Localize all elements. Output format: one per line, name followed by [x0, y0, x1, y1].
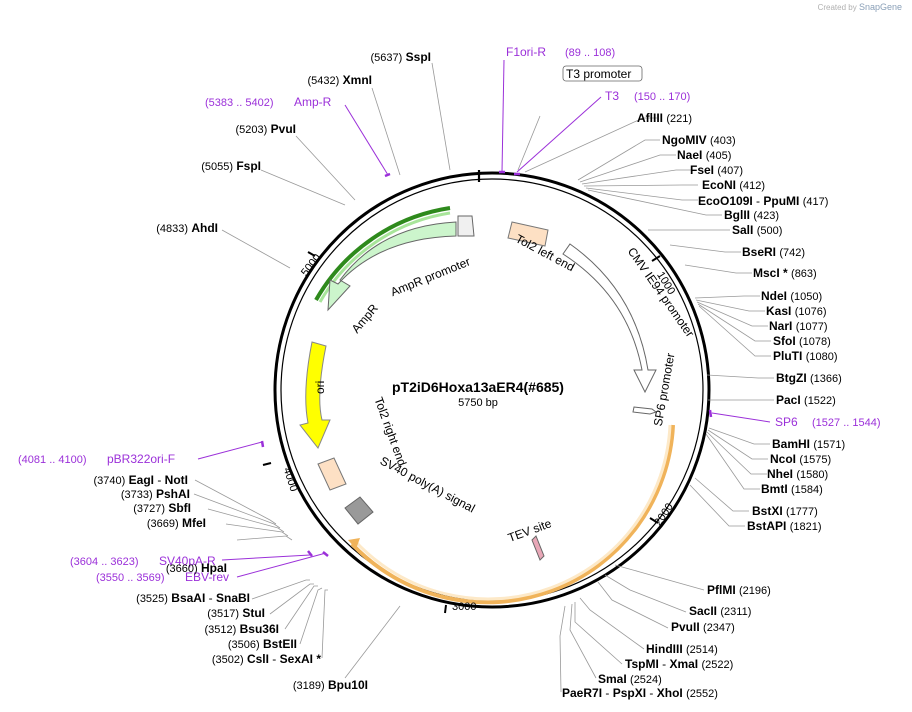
enzyme-label: HindIII (2514): [646, 642, 718, 656]
leader-lines: [193, 62, 774, 693]
enzyme-label: AflIII (221): [637, 111, 692, 125]
feature-tol2-right-shape: [317, 457, 347, 491]
enzyme-label: NdeI (1050): [761, 289, 822, 303]
enzyme-label: (3506) BstEII: [228, 637, 297, 651]
primer-sv40pa-r-name: SV40pA-R: [159, 554, 216, 568]
enzyme-label: (3502) CslI - SexAI *: [212, 652, 322, 666]
feature-tev-shape: [531, 535, 545, 561]
enzyme-label: NaeI (405): [677, 148, 731, 162]
enzyme-label: BstXI (1777): [752, 504, 818, 518]
primer-t3-name: T3: [605, 89, 619, 103]
feature-label-ori: ori: [313, 381, 327, 394]
feature-cmv-shape: [562, 243, 657, 394]
enzyme-label: PflMI (2196): [707, 583, 771, 597]
orange-arc-arrowhead: [348, 538, 360, 549]
enzyme-label: (3517) StuI: [207, 606, 265, 620]
orange-highlight-arc: [350, 424, 675, 605]
enzyme-label: SfoI (1078): [773, 334, 831, 348]
enzyme-label: NarI (1077): [769, 319, 827, 333]
enzyme-label: (4833) AhdI: [156, 221, 218, 235]
feature-sv40-shape: [344, 496, 374, 525]
enzyme-label: NcoI (1575): [770, 452, 831, 466]
feature-label-ampr: AmpR: [349, 301, 381, 336]
enzyme-label: (5203) PvuI: [236, 122, 296, 136]
feature-sp6-shape: [632, 406, 658, 415]
enzyme-label: (5637) SspI: [371, 50, 431, 64]
primer-amp-r-name: Amp-R: [294, 95, 332, 109]
enzyme-labels: (5637) SspI (5432) XmnI (5203) PvuI (5055) …: [94, 50, 846, 700]
t3-promoter-label: T3 promoter: [566, 67, 631, 81]
feature-label-amp-promoter: AmpR promoter: [388, 254, 472, 299]
enzyme-label: SacII (2311): [689, 604, 751, 618]
enzyme-label: PvuII (2347): [671, 620, 735, 634]
enzyme-label: EcoNI (412): [702, 178, 765, 192]
enzyme-label: FseI (407): [690, 163, 743, 177]
enzyme-label: (3189) Bpu10I: [293, 678, 368, 692]
green-highlight-arc: [314, 206, 451, 301]
enzyme-label: (3512) Bsu36I: [205, 622, 280, 636]
feature-tol2-left-shape: [507, 221, 549, 247]
enzyme-label: (3660) HpaI: [166, 561, 227, 575]
feature-label-sp6-promoter: SP6 promoter: [651, 352, 678, 427]
enzyme-label: EcoO109I - PpuMI (417): [698, 194, 828, 208]
enzyme-label: (5432) XmnI: [308, 73, 372, 87]
primer-f1ori-r-name: F1ori-R: [506, 45, 546, 59]
enzyme-label: BglII (423): [724, 208, 779, 222]
t3-promoter-box: [562, 65, 643, 82]
plasmid-size: 5750 bp: [458, 397, 498, 409]
enzyme-label: (3740) EagI - NotI: [94, 473, 188, 487]
snapgene-credit: Created by SnapGene: [818, 2, 902, 12]
credit-text: Created by: [817, 3, 857, 12]
enzyme-label: NgoMIV (403): [662, 133, 736, 147]
enzyme-label: (3669) MfeI: [147, 516, 206, 530]
enzyme-label: MscI * (863): [753, 266, 817, 280]
tick-marks: [262, 251, 661, 614]
enzyme-label: SmaI (2524): [598, 672, 662, 686]
primer-pbr322ori-f-range: (4081 .. 4100): [18, 454, 87, 466]
enzyme-label: KasI (1076): [766, 304, 827, 318]
tick-label-3000: 3000: [452, 601, 476, 613]
feature-ori-shape: [299, 341, 331, 449]
plasmid-name: pT2iD6Hoxa13aER4(#685): [392, 379, 564, 395]
enzyme-label: NheI (1580): [767, 467, 828, 481]
feature-ampr-shape: [327, 221, 457, 312]
primer-pbr322ori-f-name: pBR322ori-F: [107, 452, 175, 466]
enzyme-label: (3733) PshAI: [121, 487, 190, 501]
primer-sp6-name: SP6: [775, 415, 798, 429]
snapgene-logo: SnapGene: [858, 2, 902, 12]
primer-sv40pa-r-range: (3604 .. 3623): [70, 556, 139, 568]
enzyme-label: (5055) FspI: [201, 159, 261, 173]
enzyme-label: SalI (500): [732, 223, 782, 237]
feature-label-sv40: SV40 poly(A) signal: [378, 454, 478, 516]
feature-amp-promoter-shape: [457, 215, 475, 237]
enzyme-label: PluTI (1080): [773, 349, 837, 363]
enzyme-label: BmtI (1584): [761, 482, 823, 496]
primer-f1ori-r-range: (89 .. 108): [565, 47, 615, 59]
enzyme-label: PacI (1522): [776, 393, 836, 407]
enzyme-label: BseRI (742): [742, 245, 805, 259]
primer-marks: [260, 170, 713, 557]
feature-label-tev: TEV site: [506, 516, 554, 545]
enzyme-label: BstAPI (1821): [747, 519, 821, 533]
tick-label-2000: 2000: [652, 501, 676, 528]
enzyme-label: BtgZI (1366): [776, 371, 842, 385]
primer-ebv-rev-range: (3550 .. 3569): [96, 572, 165, 584]
primer-ebv-rev-name: EBV-rev: [185, 570, 229, 584]
enzyme-label: BamHI (1571): [772, 437, 845, 451]
orange-highlight-arc-inner: [353, 424, 672, 601]
enzyme-label: (3727) SbfI: [133, 501, 191, 515]
enzyme-label: TspMI - XmaI (2522): [625, 657, 733, 671]
primer-amp-r-range: (5383 .. 5402): [205, 97, 274, 109]
primer-t3-range: (150 .. 170): [634, 91, 690, 103]
primer-sp6-range: (1527 .. 1544): [812, 417, 881, 429]
enzyme-label: PaeR7I - PspXI - XhoI (2552): [562, 686, 718, 700]
enzyme-label: (3525) BsaAI - SnaBI: [136, 591, 250, 605]
primer-lines: [197, 59, 771, 578]
